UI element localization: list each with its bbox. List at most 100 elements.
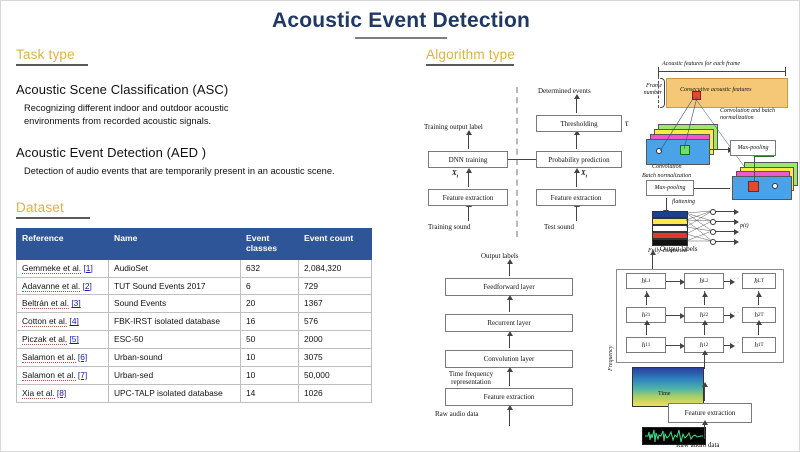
task-type-underline [16,64,88,66]
column-header-event-count: Event count [298,227,372,260]
crnn-raw-audio-label: Raw audio data [435,410,479,418]
training-output-label: Training output label [424,123,483,131]
rnn-output-labels: Output labels [660,245,698,253]
rnn-dots-mid: · · · [730,310,739,316]
cell-reference: Xia et al. [8] [16,384,109,403]
fc-node-2 [710,219,716,225]
consecutive-acoustic-features-band [666,78,788,108]
cell-event-count: 576 [298,312,372,332]
aed-body: Detection of audio events that are tempo… [24,165,335,176]
arrow-12-dots [724,342,735,349]
cell-event-count: 50,000 [298,366,372,386]
reference-author: Beltrán et al. [22,298,70,310]
arrow-v-2-L-colT [755,292,762,305]
reference-citation[interactable]: [6] [77,352,88,363]
flatten-bar-red [652,232,688,239]
cell-event-count: 1026 [298,384,372,403]
dataset-table: Reference Name Event classes Event count… [16,227,372,403]
rnn-dots-top: · · · [730,276,739,282]
arrow-rnn-to-output [649,250,656,269]
arrow-probability-to-thresholding [573,130,580,149]
acoustic-features-span-line [658,71,786,72]
acoustic-features-span-label: Acoustic features for each frame [662,61,741,67]
dataset-heading: Dataset [16,200,64,215]
reference-author: Adavanne et al. [22,280,81,292]
cell-reference: Salamon et al. [7] [16,366,109,386]
reference-citation[interactable]: [8] [56,388,67,399]
cell-event-count: 1367 [298,294,372,314]
fully-connected-edges [685,210,713,242]
span-tick-left [658,67,659,76]
arrow-v-2-L-col2 [701,292,708,305]
cell-event-classes: 20 [240,294,299,314]
training-sound-label: Training sound [428,223,471,231]
flatten-bar-yellow [652,218,688,225]
rnn-raw-audio-label: Raw audio data [676,441,720,449]
arrow-v-1-2-colT [755,320,762,335]
max-pooling-box-2: Max-pooling [646,180,694,196]
fully-connected-label: Fully-connected [648,248,687,254]
cell-name: ESC-50 [108,330,241,350]
cell-event-count: 2000 [298,330,372,350]
crnn-layer-diagram: Output labels Feedforward layer Recurren… [431,252,606,437]
feature-extraction-train-box: Feature extraction [428,189,508,206]
asc-body: Recognizing different indoor and outdoor… [24,102,229,127]
title-underline [355,37,447,39]
reference-citation[interactable]: [7] [77,370,88,381]
cell-event-classes: 16 [240,312,299,332]
arrow-11-12 [666,342,685,349]
cell-event-classes: 50 [240,330,299,350]
arrow-L2-dots [724,278,735,285]
frequency-axis-label: Frequency [608,345,614,371]
cell-event-classes: 6 [240,276,299,296]
fc-out-arrow-3 [716,228,739,235]
reference-citation[interactable]: [2] [82,280,92,291]
reference-citation[interactable]: [4] [69,316,79,327]
table-row: Cotton et al. [4]FBK-IRST isolated datab… [16,312,372,332]
p-output-label: p(t) [740,223,749,229]
frame-number-label: Frame number [643,83,662,96]
thresholding-box: Thresholding [536,115,622,132]
recurrent-layer-box: Recurrent layer [445,314,573,332]
cell-event-classes: 14 [240,384,299,403]
reference-author: Cotton et al. [22,316,68,328]
rnn-container [616,269,784,363]
cell-event-count: 3075 [298,348,372,368]
dataset-heading-block: Dataset [16,200,391,219]
column-header-name: Name [108,227,241,260]
maxpool-link-line-1b [754,156,774,157]
feature-map-layer-blue-2 [732,176,792,200]
flatten-bar-blue [652,211,688,218]
determined-events-label: Determined events [538,87,591,95]
cell-name: Sound Events [108,294,241,314]
cell-event-classes: 632 [240,258,299,278]
column-header-reference: Reference [16,227,109,260]
task-type-heading: Task type [16,47,75,62]
cell-reference: Gemmeke et al. [1] [16,258,109,278]
spectrogram-image [632,367,704,407]
waveform-svg [645,429,703,443]
cell-event-classes: 10 [240,348,299,368]
fc-node-4 [710,239,716,245]
cell-event-count: 729 [298,276,372,296]
page-title-block: Acoustic Event Detection [1,9,800,39]
reference-citation[interactable]: [5] [69,334,79,345]
right-column: Algorithm type Training sound Feature ex… [424,47,798,449]
cell-event-count: 2,084,320 [298,258,372,278]
task-type-heading-block: Task type [16,47,391,66]
convolution-label: Convolution [652,164,682,170]
cnn-architecture-diagram: Acoustic features for each frame Consecu… [636,61,800,256]
frame-number-brace [660,78,665,108]
reference-citation[interactable]: [3] [71,298,81,309]
arrow-dnn-to-output-label [465,130,472,149]
arrow-feature-to-probability [573,168,580,187]
reference-citation[interactable]: [1] [83,262,93,273]
